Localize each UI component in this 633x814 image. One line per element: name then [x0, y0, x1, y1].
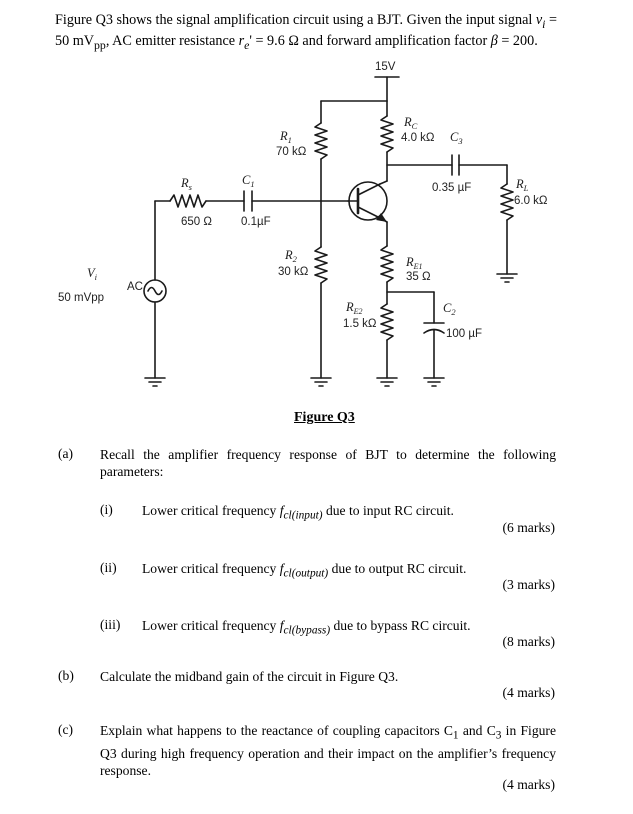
symbol-vi: v — [535, 12, 543, 28]
re2-name: R — [345, 300, 354, 314]
r2-resistor — [314, 246, 328, 284]
rs-resistor — [169, 194, 207, 208]
question-b-text: Calculate the midband gain of the circui… — [100, 669, 399, 684]
svg-text:C1: C1 — [242, 173, 255, 189]
rc-sub: C — [412, 121, 418, 131]
supply-label: 15V — [375, 61, 396, 73]
c1-value: 0.1µF — [241, 216, 271, 228]
r2-name: R — [284, 248, 293, 262]
svg-text:R2: R2 — [284, 248, 298, 264]
re1-resistor — [380, 245, 394, 283]
part-iii-text: Lower critical frequency fcl(bypass) due… — [142, 618, 471, 637]
rl-sub: L — [523, 183, 529, 193]
re2-value: 1.5 kΩ — [343, 318, 377, 330]
part-i-text: Lower critical frequency fcl(input) due … — [142, 503, 454, 522]
vi-ac-label: AC — [127, 281, 143, 293]
rc-value: 4.0 kΩ — [401, 132, 435, 144]
question-a-label: (a) — [58, 446, 74, 461]
rs-sub: s — [189, 182, 193, 192]
question-a-text: Recall the amplifier frequency response … — [100, 447, 556, 479]
svg-text:C3: C3 — [450, 130, 463, 146]
intro-text: , AC emitter resistance — [105, 32, 239, 49]
rc-resistor — [380, 115, 394, 153]
r1-name: R — [279, 129, 288, 143]
re1-value: 35 Ω — [406, 271, 431, 283]
c2-value: 100 µF — [446, 328, 482, 340]
svg-text:RE1: RE1 — [405, 255, 423, 271]
svg-text:RC: RC — [403, 115, 418, 131]
r1-resistor — [314, 122, 328, 160]
symbol-vi-sub: i — [542, 16, 546, 31]
c1-name: C — [242, 173, 251, 187]
svg-text:RE2: RE2 — [345, 300, 363, 316]
rs-value: 650 Ω — [181, 216, 212, 228]
c1-sub: 1 — [250, 179, 254, 189]
intro-text-sub: pp — [94, 37, 106, 52]
svg-text:R1: R1 — [279, 129, 292, 145]
part-iii-marks: (8 marks) — [502, 634, 555, 649]
symbol-beta: β — [490, 32, 498, 49]
part-ii-label: (ii) — [100, 560, 117, 575]
intro-paragraph: Figure Q3 shows the signal amplification… — [55, 12, 585, 54]
vi-sub: i — [95, 272, 98, 282]
ground-source — [144, 377, 166, 387]
r1-value: 70 kΩ — [276, 146, 307, 158]
ground-r2 — [310, 377, 332, 387]
intro-text: = — [545, 12, 558, 28]
rs-name: R — [180, 176, 189, 190]
figure-caption: Figure Q3 — [294, 410, 355, 425]
question-c-marks: (4 marks) — [502, 777, 555, 792]
re2-sub: E2 — [353, 307, 363, 316]
symbol-re-sub: e — [244, 37, 250, 52]
r1-sub: 1 — [288, 135, 292, 145]
svg-text:Vi: Vi — [87, 266, 98, 282]
svg-text:RL: RL — [515, 177, 529, 193]
ground-rl — [496, 273, 518, 283]
rl-value: 6.0 kΩ — [514, 195, 548, 207]
c2-sub: 2 — [451, 307, 456, 317]
c3-value: 0.35 µF — [432, 182, 471, 194]
part-i-marks: (6 marks) — [502, 520, 555, 535]
ground-re2 — [376, 377, 398, 387]
svg-text:Rs: Rs — [180, 176, 193, 192]
transistor-emitter-arrow — [376, 213, 387, 222]
vi-name: V — [87, 266, 96, 280]
rl-name: R — [515, 177, 524, 191]
r2-value: 30 kΩ — [278, 266, 309, 278]
intro-text: Figure Q3 shows the signal amplification… — [55, 12, 536, 28]
r2-sub: 2 — [293, 254, 298, 264]
c3-name: C — [450, 130, 459, 144]
question-c-text: Explain what happens to the reactance of… — [100, 723, 556, 778]
part-iii-label: (iii) — [100, 617, 121, 632]
question-c-label: (c) — [58, 722, 74, 737]
part-ii-text: Lower critical frequency fcl(output) due… — [142, 561, 467, 580]
transistor-emitter-lead — [357, 206, 381, 219]
question-b-marks: (4 marks) — [502, 685, 555, 700]
question-b-label: (b) — [58, 668, 74, 683]
c2-name: C — [443, 301, 452, 315]
intro-text: ' = 9.6 Ω and forward amplification fact… — [249, 32, 491, 49]
transistor-collector-lead — [357, 183, 381, 196]
svg-text:C2: C2 — [443, 301, 456, 317]
ac-source-wave — [147, 286, 163, 296]
part-i-label: (i) — [100, 502, 113, 517]
ground-c2 — [423, 377, 445, 387]
intro-text: = 200. — [497, 32, 538, 49]
rc-name: R — [403, 115, 412, 129]
circuit-diagram: 15V R1 70 kΩ RC 4.0 kΩ C3 0.35 µF RL 6.0… — [58, 61, 548, 387]
re2-resistor — [380, 303, 394, 341]
symbol-re: r — [238, 32, 245, 49]
rl-resistor — [500, 183, 514, 221]
re1-name: R — [405, 255, 414, 269]
intro-text: 50 mV — [55, 32, 95, 49]
c3-sub: 3 — [457, 136, 462, 146]
vi-value: 50 mVpp — [58, 292, 104, 304]
re1-sub: E1 — [413, 262, 423, 271]
part-ii-marks: (3 marks) — [502, 577, 555, 592]
